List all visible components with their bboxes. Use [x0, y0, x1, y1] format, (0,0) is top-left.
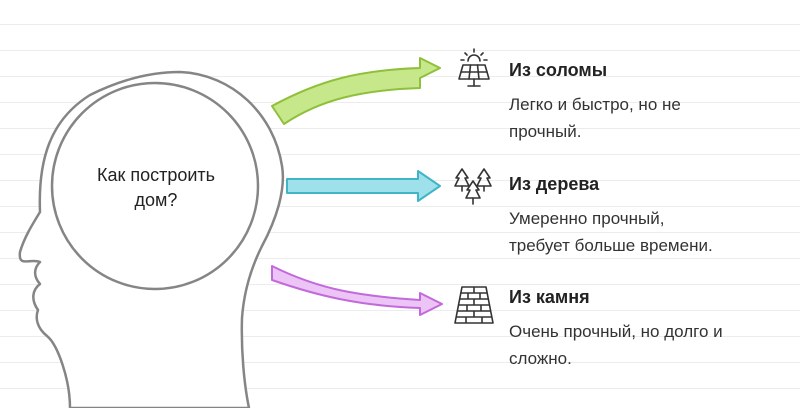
option-desc-stone: Очень прочный, но долго и сложно.: [509, 318, 779, 372]
question-line-2: дом?: [134, 190, 178, 210]
option-desc-straw-line-1: Легко и быстро, но не: [509, 95, 681, 114]
option-desc-straw: Легко и быстро, но не прочный.: [509, 91, 779, 145]
option-title-wood: Из дерева: [509, 174, 600, 194]
trees-icon: [452, 163, 496, 207]
question-text: Как построить дом?: [62, 163, 250, 213]
brick-wall-icon: [452, 283, 496, 327]
option-desc-wood-line-2: требует больше времени.: [509, 236, 713, 255]
solar-panel-icon: [452, 46, 496, 90]
option-desc-wood: Умеренно прочный, требует больше времени…: [509, 205, 779, 259]
arrow-wood: [286, 170, 441, 202]
question-line-1: Как построить: [96, 165, 216, 185]
option-title-straw: Из соломы: [509, 60, 608, 80]
option-desc-straw-line-2: прочный.: [509, 122, 582, 141]
question-circle: [50, 81, 260, 291]
option-title-stone: Из камня: [509, 287, 590, 307]
arrow-straw: [271, 57, 441, 125]
option-desc-wood-line-1: Умеренно прочный,: [509, 209, 665, 228]
option-desc-stone-line-2: сложно.: [509, 349, 572, 368]
option-desc-stone-line-1: Очень прочный, но долго и: [509, 322, 723, 341]
arrow-stone: [271, 265, 443, 316]
